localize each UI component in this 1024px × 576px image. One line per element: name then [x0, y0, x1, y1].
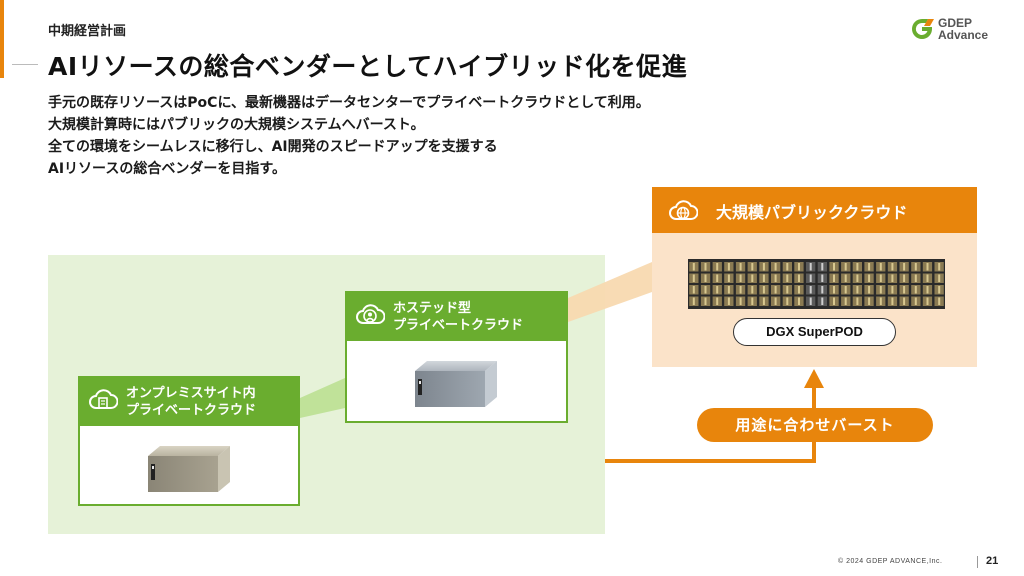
server-image [148, 446, 230, 492]
burst-label: 用途に合わせバースト [697, 408, 933, 442]
rack-column [747, 262, 757, 306]
page-number: 21 [986, 555, 999, 567]
footer-divider [977, 556, 978, 568]
left-accent-bar [0, 0, 4, 78]
gdep-logo-icon [912, 19, 934, 39]
hosted-cloud-card: ホステッド型 プライベートクラウド [345, 291, 568, 423]
rack-column [712, 262, 722, 306]
description-line: 大規模計算時にはパブリックの大規模システムへバースト。 [48, 117, 425, 133]
rack-column [864, 262, 874, 306]
onprem-label-line2: プライベートクラウド [126, 403, 257, 418]
onprem-label-line1: オンプレミスサイト内 [126, 386, 256, 401]
description-line: AIリソースの総合ベンダーを目指す。 [48, 161, 286, 177]
cloud-user-icon [356, 304, 385, 324]
server-image [415, 361, 497, 407]
rack-column [724, 262, 734, 306]
onprem-cloud-card: オンプレミスサイト内 プライベートクラウド [78, 376, 300, 506]
rack-column [876, 262, 886, 306]
rack-column [887, 262, 898, 306]
rack-column [759, 262, 769, 306]
title-rule [12, 64, 38, 65]
logo-text-line2: Advance [938, 28, 989, 42]
hosted-cloud-card-header: ホステッド型 プライベートクラウド [347, 293, 566, 341]
rack-column [911, 262, 921, 306]
burst-arrow-head [804, 369, 824, 388]
rack-column [735, 262, 746, 306]
rack-column [829, 262, 839, 306]
description-line: 全ての環境をシームレスに移行し、AI開発のスピードアップを支援する [48, 139, 498, 155]
page-title: AIリソースの総合ベンダーとしてハイブリッド化を促進 [48, 52, 688, 81]
logo-text-line1: GDEP [938, 16, 973, 30]
rack-column [794, 262, 804, 306]
rack-column [817, 262, 827, 306]
copyright: © 2024 GDEP ADVANCE,Inc. [838, 558, 943, 565]
section-label: 中期経営計画 [48, 24, 127, 39]
rack-column [806, 262, 816, 306]
rack-column [841, 262, 851, 306]
dgx-superpod-image [688, 259, 945, 309]
rack-column [782, 262, 792, 306]
hosted-label-line2: プライベートクラウド [393, 318, 524, 333]
rack-column [689, 262, 699, 306]
onprem-cloud-card-header: オンプレミスサイト内 プライベートクラウド [80, 378, 298, 426]
connector-onprem-hosted [300, 378, 345, 418]
public-cloud-header: 大規模パブリッククラウド [652, 187, 977, 233]
rack-column [700, 262, 711, 306]
rack-column [899, 262, 909, 306]
dgx-superpod-label: DGX SuperPOD [733, 318, 896, 346]
hosted-label-line1: ホステッド型 [393, 301, 472, 316]
connector-hosted-public [568, 262, 652, 322]
company-logo: GDEP Advance [908, 16, 1008, 42]
cloud-globe-icon [669, 200, 698, 220]
rack-column [852, 262, 862, 306]
public-cloud-area: 大規模パブリッククラウド DGX SuperPOD [652, 187, 977, 367]
public-cloud-label: 大規模パブリッククラウド [716, 203, 908, 222]
description: 手元の既存リソースはPoCに、最新機器はデータセンターでプライベートクラウドとし… [48, 92, 650, 180]
rack-column [922, 262, 933, 306]
cloud-building-icon [89, 389, 118, 409]
rack-column [934, 262, 944, 306]
rack-column [771, 262, 781, 306]
description-line: 手元の既存リソースはPoCに、最新機器はデータセンターでプライベートクラウドとし… [48, 95, 650, 111]
